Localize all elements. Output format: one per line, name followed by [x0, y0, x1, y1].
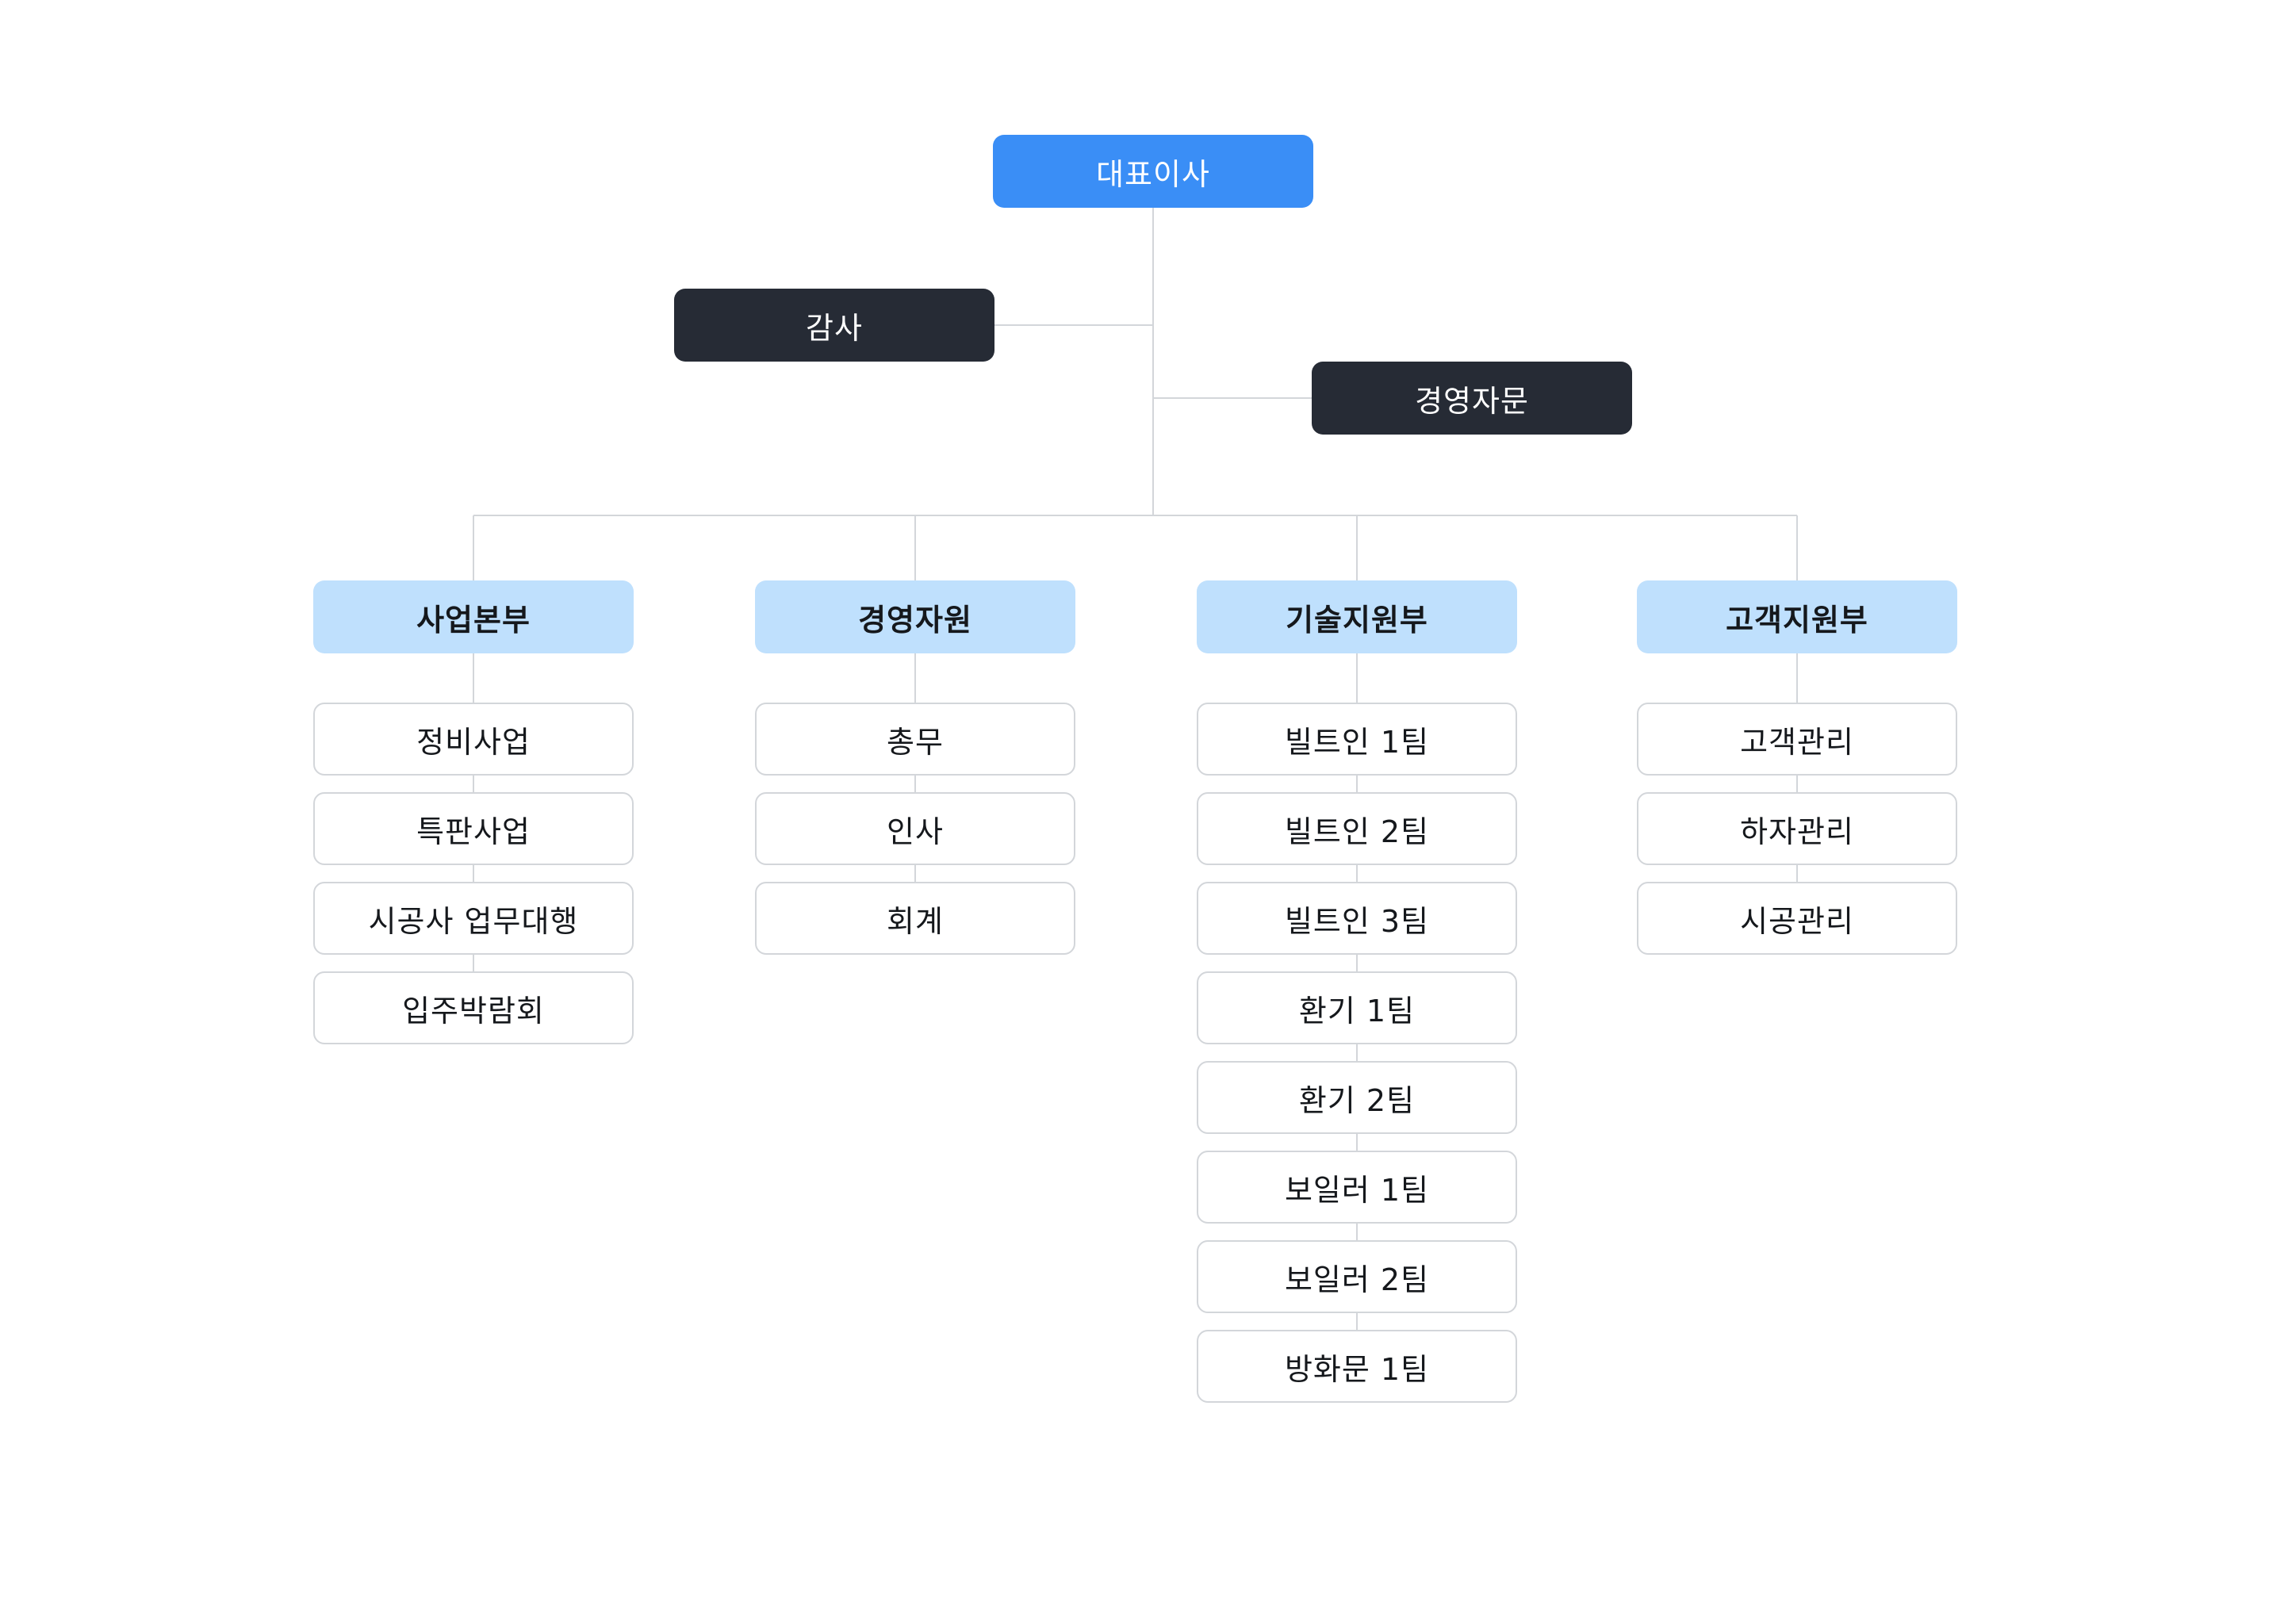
team-node: 시공사 업무대행 [313, 882, 634, 955]
team-node: 특판사업 [313, 792, 634, 865]
team-node: 하자관리 [1637, 792, 1957, 865]
ceo-node: 대표이사 [993, 135, 1313, 208]
advisory-node: 경영자문 [1312, 362, 1632, 435]
team-node: 환기 1팀 [1197, 971, 1517, 1044]
team-node: 총무 [755, 703, 1075, 776]
team-node: 환기 2팀 [1197, 1061, 1517, 1134]
team-node: 인사 [755, 792, 1075, 865]
team-node: 보일러 2팀 [1197, 1240, 1517, 1313]
team-node: 빌트인 1팀 [1197, 703, 1517, 776]
team-node: 고객관리 [1637, 703, 1957, 776]
department-node: 기술지원부 [1197, 580, 1517, 653]
team-node: 방화문 1팀 [1197, 1330, 1517, 1403]
team-node: 빌트인 3팀 [1197, 882, 1517, 955]
department-node: 경영자원 [755, 580, 1075, 653]
team-node: 정비사업 [313, 703, 634, 776]
department-node: 고객지원부 [1637, 580, 1957, 653]
department-node: 사업본부 [313, 580, 634, 653]
team-node: 입주박람회 [313, 971, 634, 1044]
team-node: 보일러 1팀 [1197, 1151, 1517, 1224]
audit-node: 감사 [674, 289, 994, 362]
team-node: 시공관리 [1637, 882, 1957, 955]
team-node: 회계 [755, 882, 1075, 955]
team-node: 빌트인 2팀 [1197, 792, 1517, 865]
